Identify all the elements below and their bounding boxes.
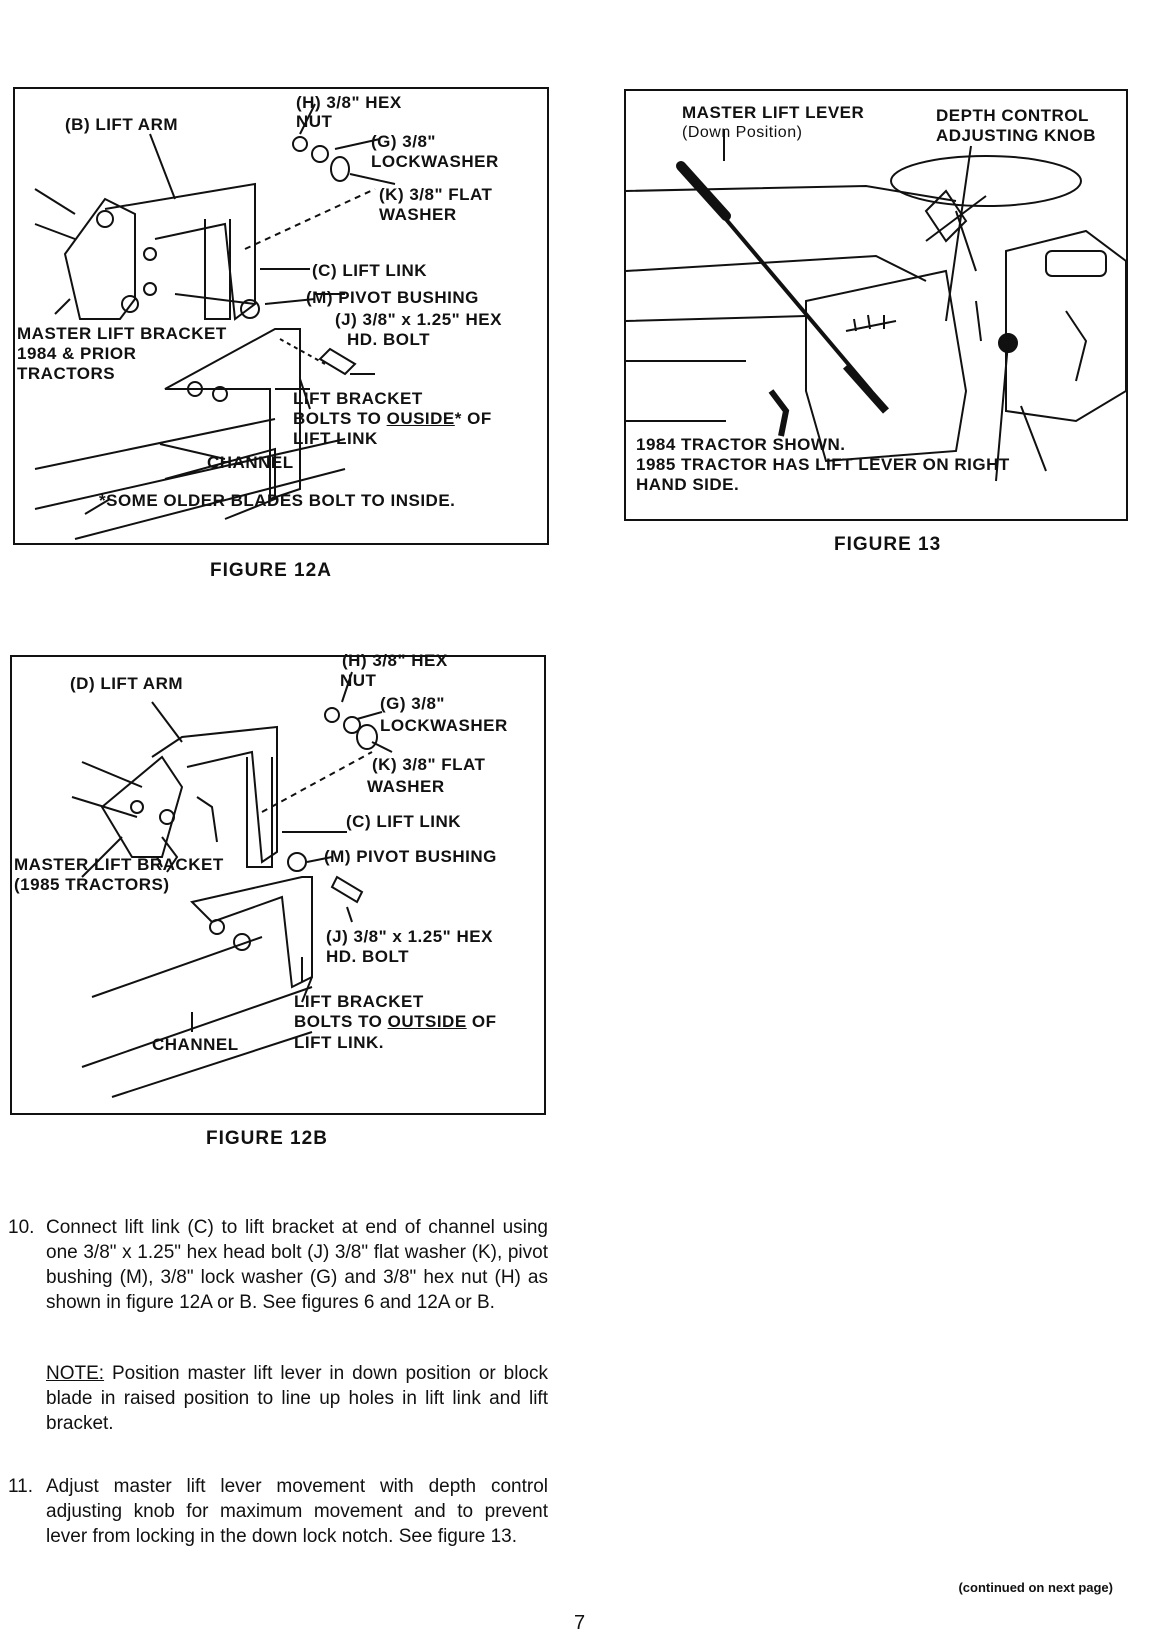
fig13-note-2: 1985 TRACTOR HAS LIFT LEVER ON RIGHT bbox=[636, 455, 1010, 474]
fig13-note-3: HAND SIDE. bbox=[636, 475, 740, 494]
fig12b-bolt-label: (J) 3/8" x 1.25" HEX bbox=[326, 927, 493, 946]
step-11-number: 11. bbox=[8, 1476, 34, 1497]
fig12b-bracket-label-2: (1985 TRACTORS) bbox=[14, 875, 170, 894]
fig12b-bolts-to-label: LIFT BRACKET bbox=[294, 992, 424, 1011]
fig12b-pivot-bushing-label: (M) PIVOT BUSHING bbox=[324, 847, 497, 866]
fig12b-bolts-to-label-3: LIFT LINK. bbox=[294, 1033, 384, 1052]
fig12a-flat-washer-label: (K) 3/8" FLAT bbox=[379, 185, 493, 204]
page-number: 7 bbox=[574, 1612, 586, 1634]
fig13-master-lever-label-2: (Down Position) bbox=[682, 124, 803, 141]
fig12b-bolt-label-2: HD. BOLT bbox=[326, 947, 410, 966]
continued-note: (continued on next page) bbox=[958, 1580, 1113, 1595]
figure-12b: (H) 3/8" HEX NUT (D) LIFT ARM (G) 3/8" L… bbox=[10, 651, 546, 1115]
fig13-depth-knob-label: DEPTH CONTROL bbox=[936, 106, 1089, 125]
figure-13: MASTER LIFT LEVER (Down Position) DEPTH … bbox=[624, 89, 1128, 521]
fig12a-hex-nut-label-2: NUT bbox=[296, 112, 333, 131]
fig12a-bracket-label-3: TRACTORS bbox=[17, 364, 116, 383]
step-11-text: Adjust master lift lever movement with d… bbox=[46, 1476, 548, 1547]
fig12a-bolts-to-label-3: LIFT LINK bbox=[293, 429, 378, 448]
fig12a-bolt-label: (J) 3/8" x 1.25" HEX bbox=[335, 310, 502, 329]
fig12a-lift-arm-label: (B) LIFT ARM bbox=[65, 115, 179, 134]
fig12a-footnote: *SOME OLDER BLADES BOLT TO INSIDE. bbox=[99, 491, 456, 510]
fig13-depth-knob-label-2: ADJUSTING KNOB bbox=[936, 126, 1097, 145]
step-11: 11. Adjust master lift lever movement wi… bbox=[8, 1474, 548, 1549]
fig12a-bolts-to-label: LIFT BRACKET bbox=[293, 389, 423, 408]
figure-13-caption: FIGURE 13 bbox=[834, 534, 942, 555]
fig13-note-1: 1984 TRACTOR SHOWN. bbox=[636, 435, 846, 454]
fig12a-lift-link-label: (C) LIFT LINK bbox=[312, 261, 428, 280]
fig12a-hex-nut-label: (H) 3/8" HEX bbox=[296, 93, 402, 112]
fig12a-flat-washer-label-2: WASHER bbox=[379, 205, 457, 224]
step-10: 10. Connect lift link (C) to lift bracke… bbox=[8, 1215, 548, 1315]
figure-12b-caption: FIGURE 12B bbox=[206, 1128, 328, 1149]
fig12b-hex-nut-label: (H) 3/8" HEX bbox=[342, 651, 448, 670]
note-paragraph: NOTE: Position master lift lever in down… bbox=[46, 1361, 548, 1436]
fig12a-bolt-label-2: HD. BOLT bbox=[347, 330, 431, 349]
fig12a-channel-label: CHANNEL bbox=[207, 453, 294, 472]
fig12b-bracket-label: MASTER LIFT BRACKET bbox=[14, 855, 224, 874]
fig12a-bracket-label-2: 1984 & PRIOR bbox=[17, 344, 137, 363]
fig12a-lockwasher-label: (G) 3/8" bbox=[371, 132, 436, 151]
fig13-master-lever-label: MASTER LIFT LEVER bbox=[682, 103, 865, 122]
figure-12b-illustration bbox=[71, 671, 393, 1098]
fig12b-lift-link-label: (C) LIFT LINK bbox=[346, 812, 462, 831]
figure-12a-illustration bbox=[34, 103, 396, 540]
fig12b-lockwasher-label: (G) 3/8" bbox=[380, 694, 445, 713]
fig12b-hex-nut-label-2: NUT bbox=[340, 671, 377, 690]
figure-13-illustration bbox=[626, 129, 1126, 482]
fig12a-bolts-to-label-2: BOLTS TO OUSIDE* OF bbox=[293, 409, 492, 428]
fig12a-lockwasher-label-2: LOCKWASHER bbox=[371, 152, 499, 171]
note-text: Position master lift lever in down posit… bbox=[46, 1363, 548, 1434]
fig12b-bolts-to-label-2: BOLTS TO OUTSIDE OF bbox=[294, 1012, 497, 1031]
note-label: NOTE: bbox=[46, 1363, 105, 1384]
fig12a-bracket-label: MASTER LIFT BRACKET bbox=[17, 324, 227, 343]
fig12b-lift-arm-label: (D) LIFT ARM bbox=[70, 674, 184, 693]
fig12a-pivot-bushing-label: (M) PIVOT BUSHING bbox=[306, 288, 479, 307]
step-10-text: Connect lift link (C) to lift bracket at… bbox=[46, 1217, 548, 1313]
fig12b-lockwasher-label-2: LOCKWASHER bbox=[380, 716, 508, 735]
fig12b-flat-washer-label-2: WASHER bbox=[367, 777, 445, 796]
fig12b-flat-washer-label: (K) 3/8" FLAT bbox=[372, 755, 486, 774]
figure-12a-caption: FIGURE 12A bbox=[210, 560, 332, 581]
step-10-number: 10. bbox=[8, 1217, 35, 1238]
figure-12a: (H) 3/8" HEX NUT (B) LIFT ARM (G) 3/8" L… bbox=[13, 87, 549, 545]
fig12b-channel-label: CHANNEL bbox=[152, 1035, 239, 1054]
